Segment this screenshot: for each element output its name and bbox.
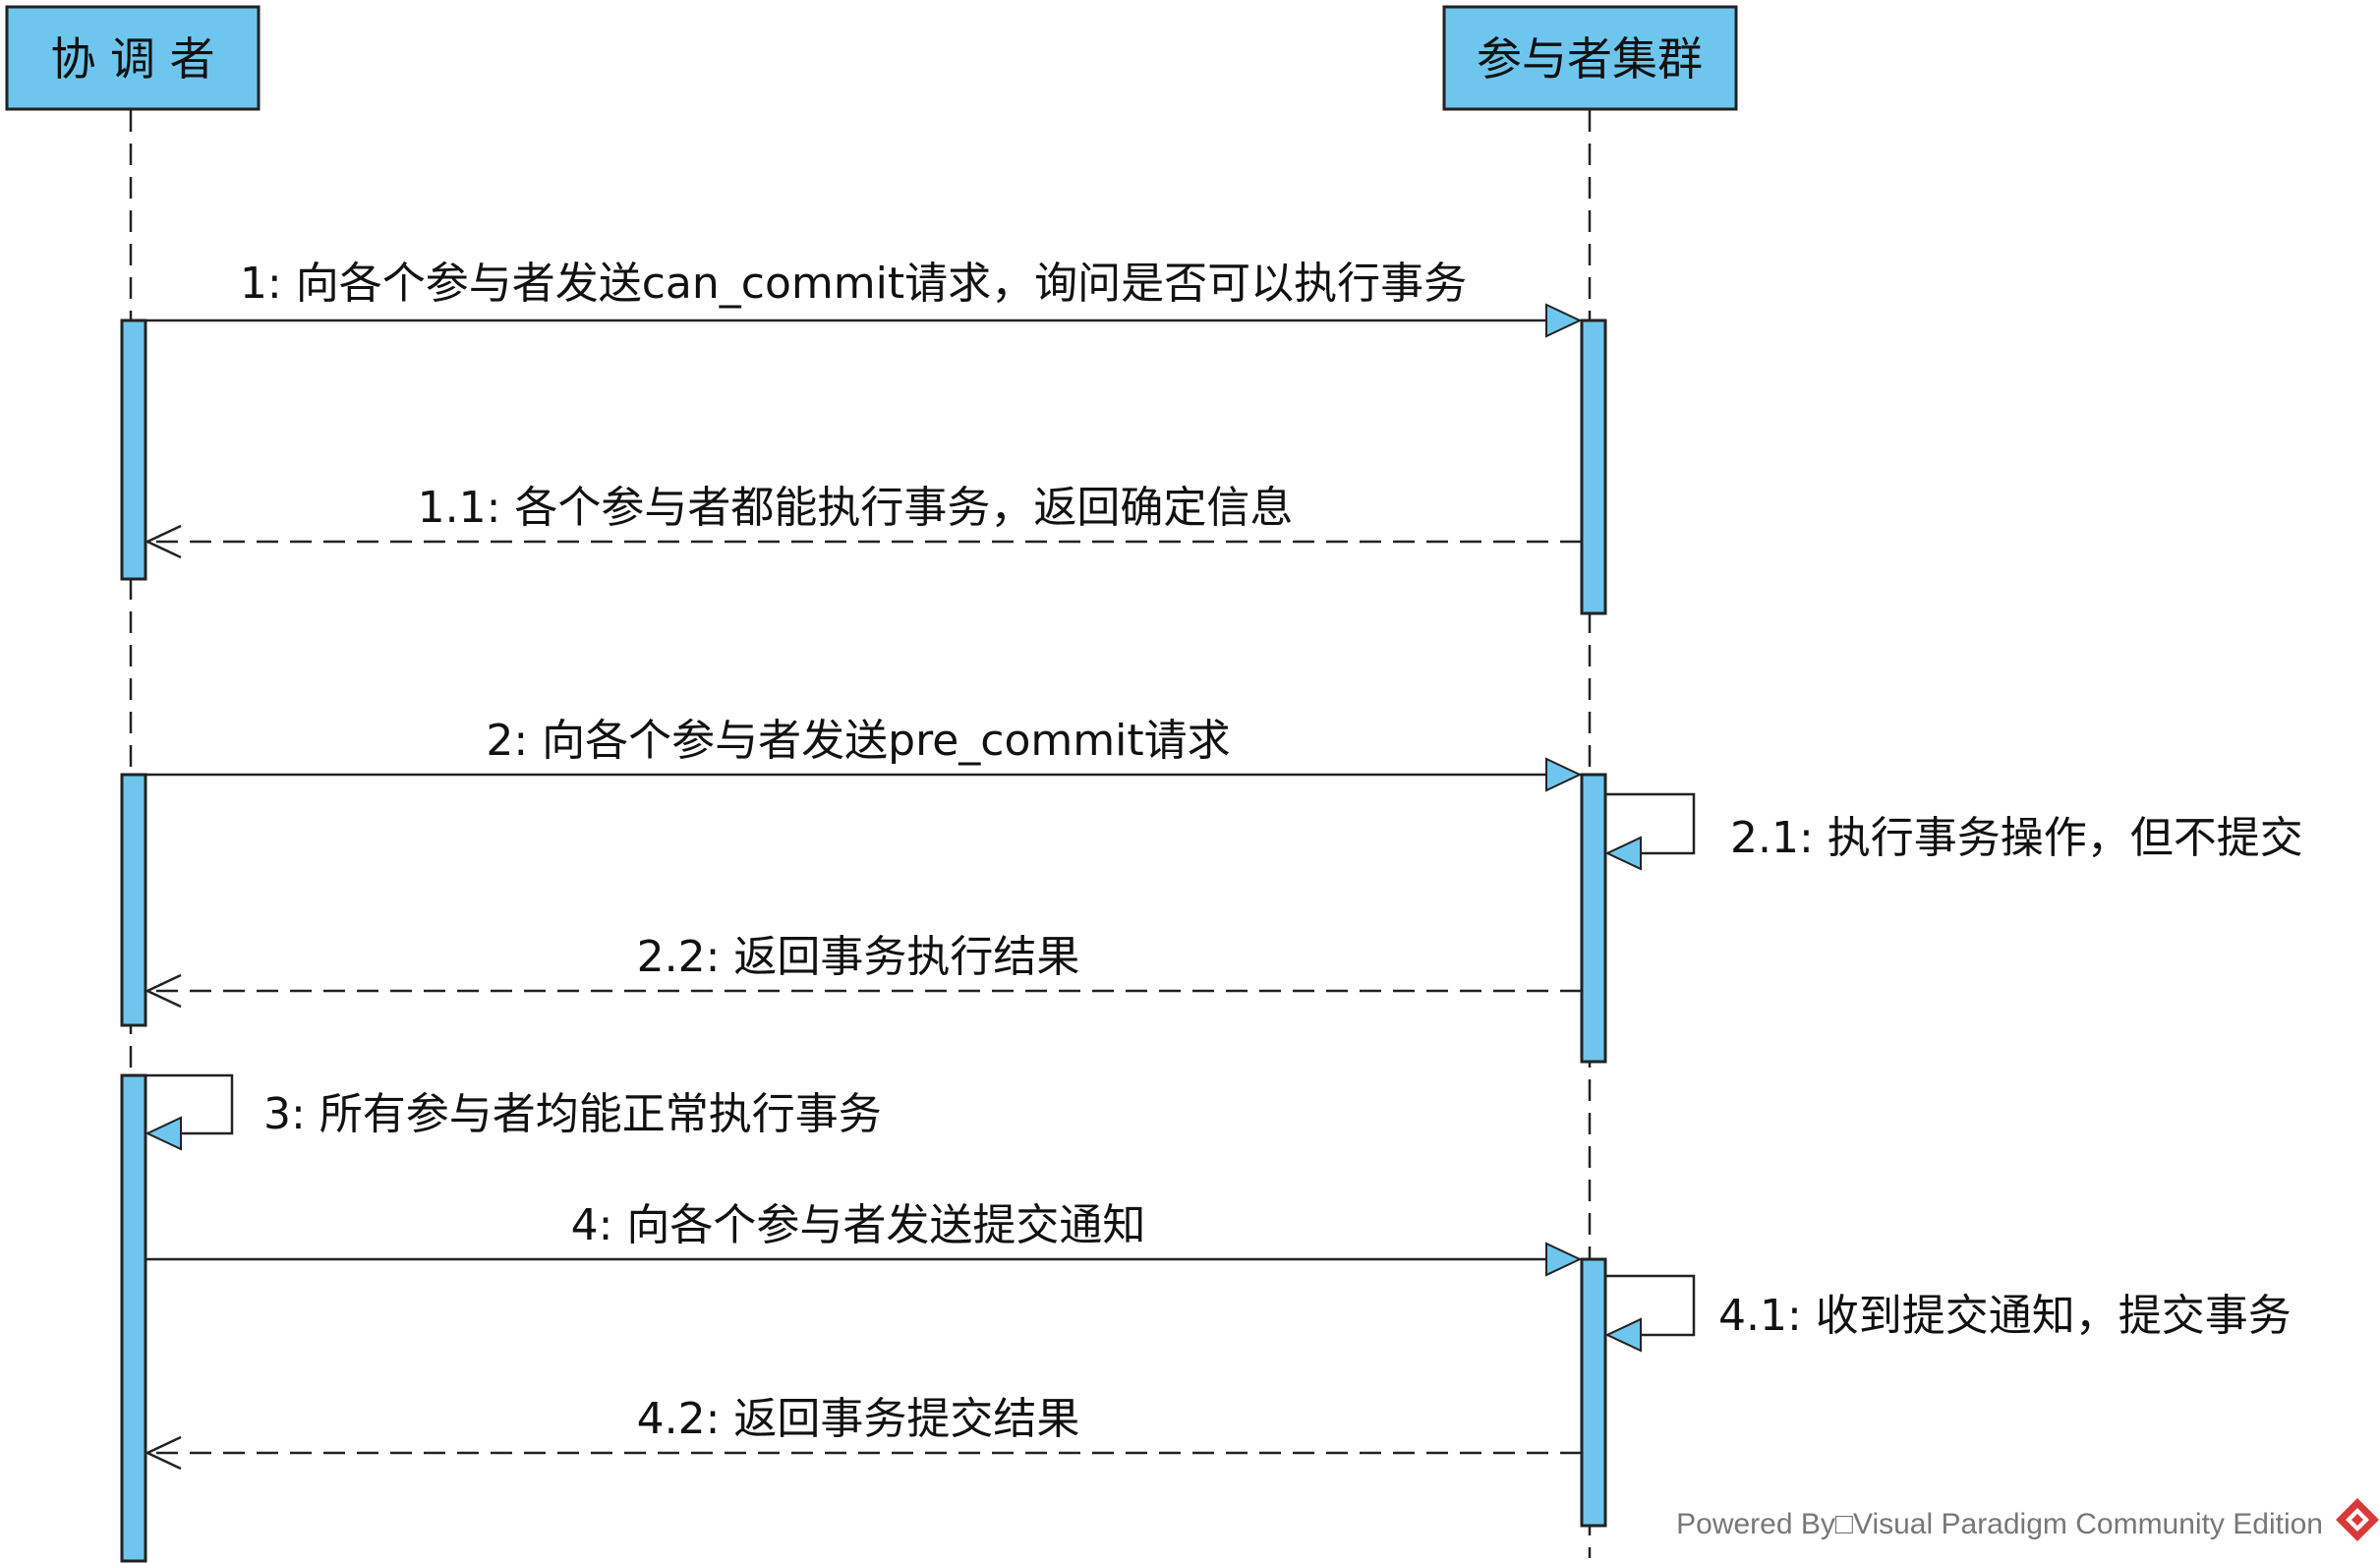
message-1-label: 1: 向各个参与者发送can_commit请求，询问是否可以执行事务 [240, 259, 1467, 309]
coordinator-actor[interactable]: 协 调 者 [5, 5, 261, 111]
footer-watermark: Powered By□Visual Paradigm Community Edi… [1676, 1498, 2379, 1541]
message-3-label: 3: 所有参与者均能正常执行事务 [263, 1089, 882, 1139]
message-4[interactable]: 4: 向各个参与者发送提交通知 [145, 1200, 1583, 1277]
footer-text: Powered By□Visual Paradigm Community Edi… [1676, 1508, 2323, 1540]
coordinator-label: 协 调 者 [50, 32, 214, 86]
message-3[interactable]: 3: 所有参与者均能正常执行事务 [145, 1073, 882, 1151]
message-2-2[interactable]: 2.2: 返回事务执行结果 [145, 932, 1582, 1009]
message-4-1-label: 4.1: 收到提交通知，提交事务 [1718, 1291, 2292, 1341]
participants-activation-2 [1580, 773, 1607, 1064]
message-4-2-label: 4.2: 返回事务提交结果 [637, 1394, 1080, 1444]
message-2-2-label: 2.2: 返回事务执行结果 [637, 932, 1080, 982]
participants-actor[interactable]: 参与者集群 [1442, 5, 1738, 111]
visual-paradigm-logo-icon [2336, 1498, 2379, 1541]
participants-activation-1 [1580, 318, 1607, 615]
message-1-1-label: 1.1: 各个参与者都能执行事务，返回确定信息 [418, 483, 1294, 533]
message-4-label: 4: 向各个参与者发送提交通知 [571, 1200, 1146, 1250]
coordinator-activation-1 [120, 318, 147, 581]
message-4-1[interactable]: 4.1: 收到提交通知，提交事务 [1604, 1274, 2292, 1353]
message-2-1-arrow [1604, 792, 1696, 871]
message-4-2[interactable]: 4.2: 返回事务提交结果 [145, 1394, 1582, 1471]
message-1-1[interactable]: 1.1: 各个参与者都能执行事务，返回确定信息 [145, 483, 1582, 559]
message-2-label: 2: 向各个参与者发送pre_commit请求 [486, 716, 1230, 766]
message-1[interactable]: 1: 向各个参与者发送can_commit请求，询问是否可以执行事务 [145, 259, 1583, 338]
coordinator-activation-3 [120, 1073, 147, 1563]
coordinator-activation-2 [120, 773, 147, 1027]
message-2-1[interactable]: 2.1: 执行事务操作，但不提交 [1604, 792, 2303, 871]
participants-activation-3 [1580, 1257, 1607, 1528]
message-3-arrow [145, 1073, 234, 1151]
message-4-1-arrow [1604, 1274, 1696, 1353]
message-2[interactable]: 2: 向各个参与者发送pre_commit请求 [145, 716, 1583, 792]
message-2-1-label: 2.1: 执行事务操作，但不提交 [1730, 813, 2303, 863]
participants-label: 参与者集群 [1477, 32, 1703, 86]
